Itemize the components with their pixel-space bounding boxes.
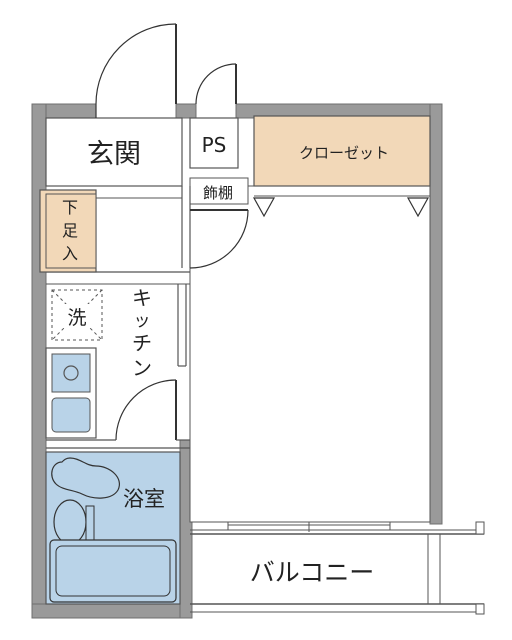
ps-area	[189, 117, 239, 169]
getabako: 下 足 入	[39, 189, 97, 273]
balcony-end-cap-top	[475, 521, 485, 535]
kazaridana: 飾棚	[189, 177, 249, 205]
bathroom: 浴室	[45, 379, 190, 605]
genkan-area	[45, 117, 183, 187]
closet-label: クローゼット	[299, 144, 389, 162]
closet: クローゼット	[252, 115, 431, 218]
bathtub-inner	[55, 545, 171, 597]
wall-bottom-bath	[31, 603, 191, 619]
balcony-label: バルコニー	[250, 558, 375, 587]
bath-label: 浴室	[123, 487, 165, 511]
washer-label-bg	[62, 304, 92, 328]
main-room	[189, 185, 431, 523]
closet-door-left	[252, 197, 276, 218]
kitchen-label-4: ン	[132, 356, 152, 380]
getabako-inner	[45, 193, 97, 269]
toilet-bowl	[53, 499, 87, 545]
washer-label: 洗	[67, 307, 86, 329]
wall-top-mid	[175, 103, 197, 119]
sink-unit	[51, 397, 91, 433]
ps-door-swing	[195, 63, 237, 105]
getabako-label-3: 入	[62, 244, 78, 263]
kitchen-label-1: キ	[132, 286, 152, 310]
entrance-door-swing	[95, 23, 177, 105]
getabako-label-2: 足	[62, 221, 78, 240]
bath-door-swing	[115, 379, 177, 441]
closet-area	[253, 115, 431, 187]
kazaridana-area	[189, 177, 249, 205]
balcony-end-cap-bottom	[475, 603, 485, 615]
balcony: バルコニー	[190, 518, 485, 615]
kitchen-label-3: チ	[132, 331, 152, 355]
genkan-label: 玄関	[87, 139, 141, 170]
ps: PS	[189, 63, 239, 169]
toilet-tank	[85, 505, 95, 541]
getabako-label-1: 下	[62, 198, 78, 217]
kitchen: 洗 キ ッ チ ン	[45, 284, 187, 439]
kitchen-label-2: ッ	[134, 311, 151, 331]
wall-right	[429, 103, 443, 525]
kazaridana-label: 飾棚	[203, 184, 233, 202]
room-door-swing	[189, 209, 249, 269]
wash-basin	[51, 457, 120, 499]
stove-burner	[63, 365, 79, 381]
closet-door-right	[406, 197, 430, 218]
wall-left	[31, 103, 47, 619]
ps-label: PS	[202, 133, 227, 157]
genkan: 玄関	[45, 23, 183, 199]
